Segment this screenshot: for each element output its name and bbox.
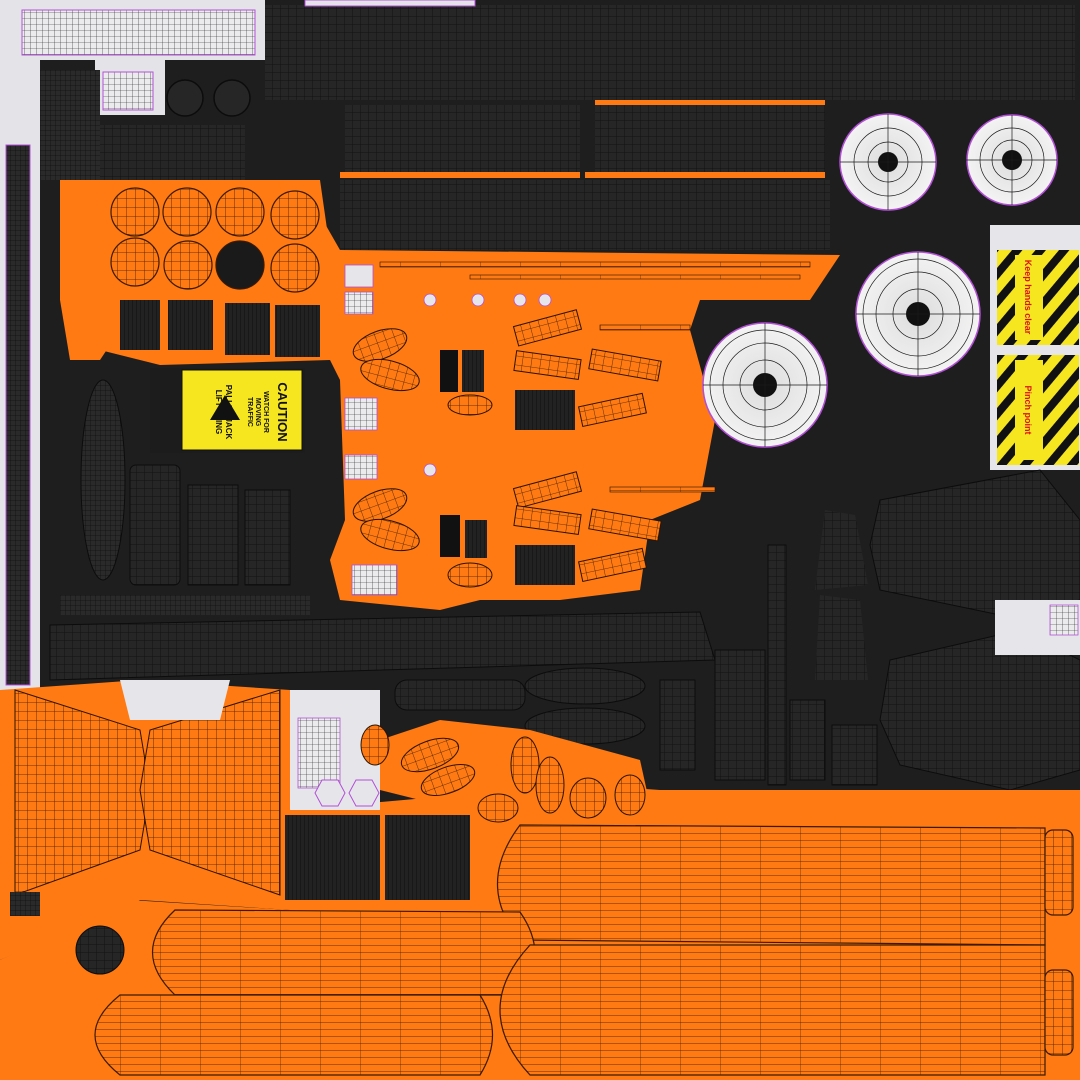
caution-line3: TRAFFIC [246, 397, 253, 427]
gear-discs [110, 187, 320, 293]
dark-panel-c [340, 180, 830, 250]
dark-bar-vertical [80, 379, 126, 581]
caution-decal: CAUTION WATCH FOR MOVING TRAFFIC LIFT US… [150, 368, 305, 453]
dark-frame-1 [129, 464, 181, 586]
small-disc-1 [166, 79, 204, 117]
orange-sliver-a [340, 172, 580, 178]
dark-panel-b [595, 105, 825, 175]
white-clip-grid [1049, 604, 1079, 636]
orange-sliver-b [585, 172, 825, 178]
orange-sliver-c [595, 100, 825, 105]
dark-disc-bottom [75, 925, 125, 975]
left-rail-island [5, 144, 31, 686]
dark-panel-a [345, 105, 580, 175]
hex-islands [314, 779, 380, 807]
white-grid-block [297, 717, 341, 789]
fork-blades [94, 824, 1074, 1076]
dark-block-left-2 [100, 125, 245, 180]
bench-top-island [21, 9, 256, 56]
top-edge-island [304, 0, 476, 7]
flange-right [139, 689, 281, 896]
dark-lower-parts [394, 544, 878, 786]
white-bits-top [120, 680, 230, 720]
stripe-text-bottom: Pinch point [1023, 386, 1033, 435]
slat-block-lower-1 [285, 815, 380, 900]
thin-bars [379, 261, 811, 493]
caution-line1: WATCH FOR [262, 391, 269, 433]
hazard-triangle-icon [210, 395, 240, 420]
dark-frame-3 [244, 489, 291, 586]
dark-fin-1 [815, 510, 868, 590]
dark-fin-2 [815, 595, 868, 680]
caution-line2: MOVING [254, 398, 261, 427]
lower-orange-parts [360, 724, 646, 823]
stripe-text-top: Keep hands clear [1023, 260, 1033, 335]
grill-island [102, 71, 154, 111]
dark-small-block [10, 892, 40, 916]
warning-stripes: Keep hands clear Pinch point [990, 225, 1080, 470]
small-parts-cluster [344, 264, 662, 596]
top-long-panel [265, 5, 1075, 100]
slat-block-lower-2 [385, 815, 470, 900]
caution-heading: CAUTION [275, 382, 290, 441]
dark-frame-2 [187, 484, 239, 586]
small-disc-2 [213, 79, 251, 117]
wheel-wireframes [703, 114, 1057, 447]
dark-rail-horizontal [60, 595, 310, 615]
slat-blocks [120, 300, 320, 357]
dark-block-left-1 [40, 70, 100, 180]
